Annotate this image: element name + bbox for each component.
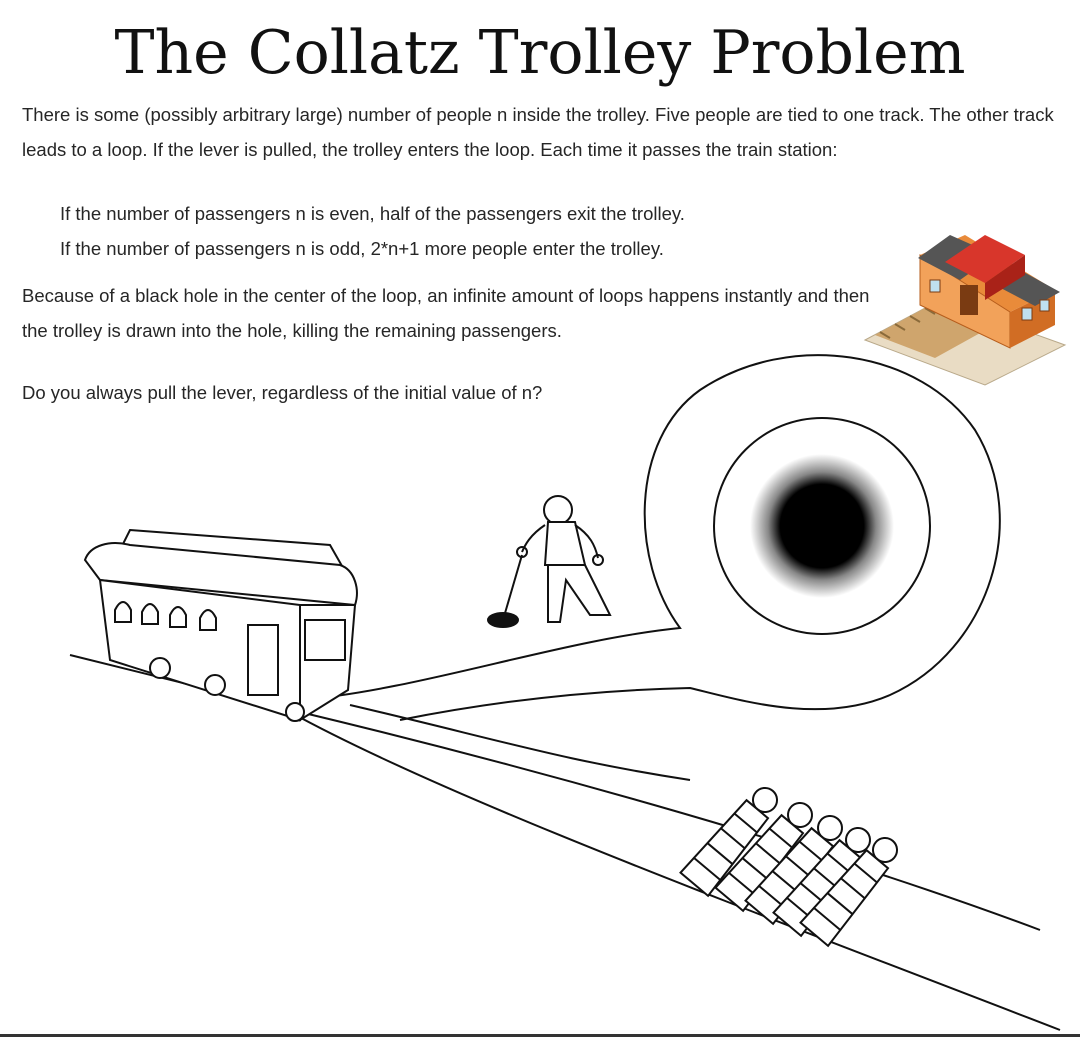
black-hole-icon [750,454,894,598]
page-title: The Collatz Trolley Problem [114,18,966,88]
rule-even: If the number of passengers n is even, h… [60,203,685,224]
train-station-icon [863,235,1067,386]
black-hole-paragraph: Because of a black hole in the center of… [22,285,870,341]
lever-man-icon [487,495,612,628]
loop-track [299,354,1001,721]
rule-odd: If the number of passengers n is odd, 2*… [60,238,664,259]
bottom-divider [0,1034,1080,1037]
main-track [69,654,1061,1031]
intro-paragraph: There is some (possibly arbitrary large)… [22,104,1054,160]
tied-people-icon [679,787,898,948]
question-text: Do you always pull the lever, regardless… [22,382,543,403]
trolley-icon [83,528,358,722]
